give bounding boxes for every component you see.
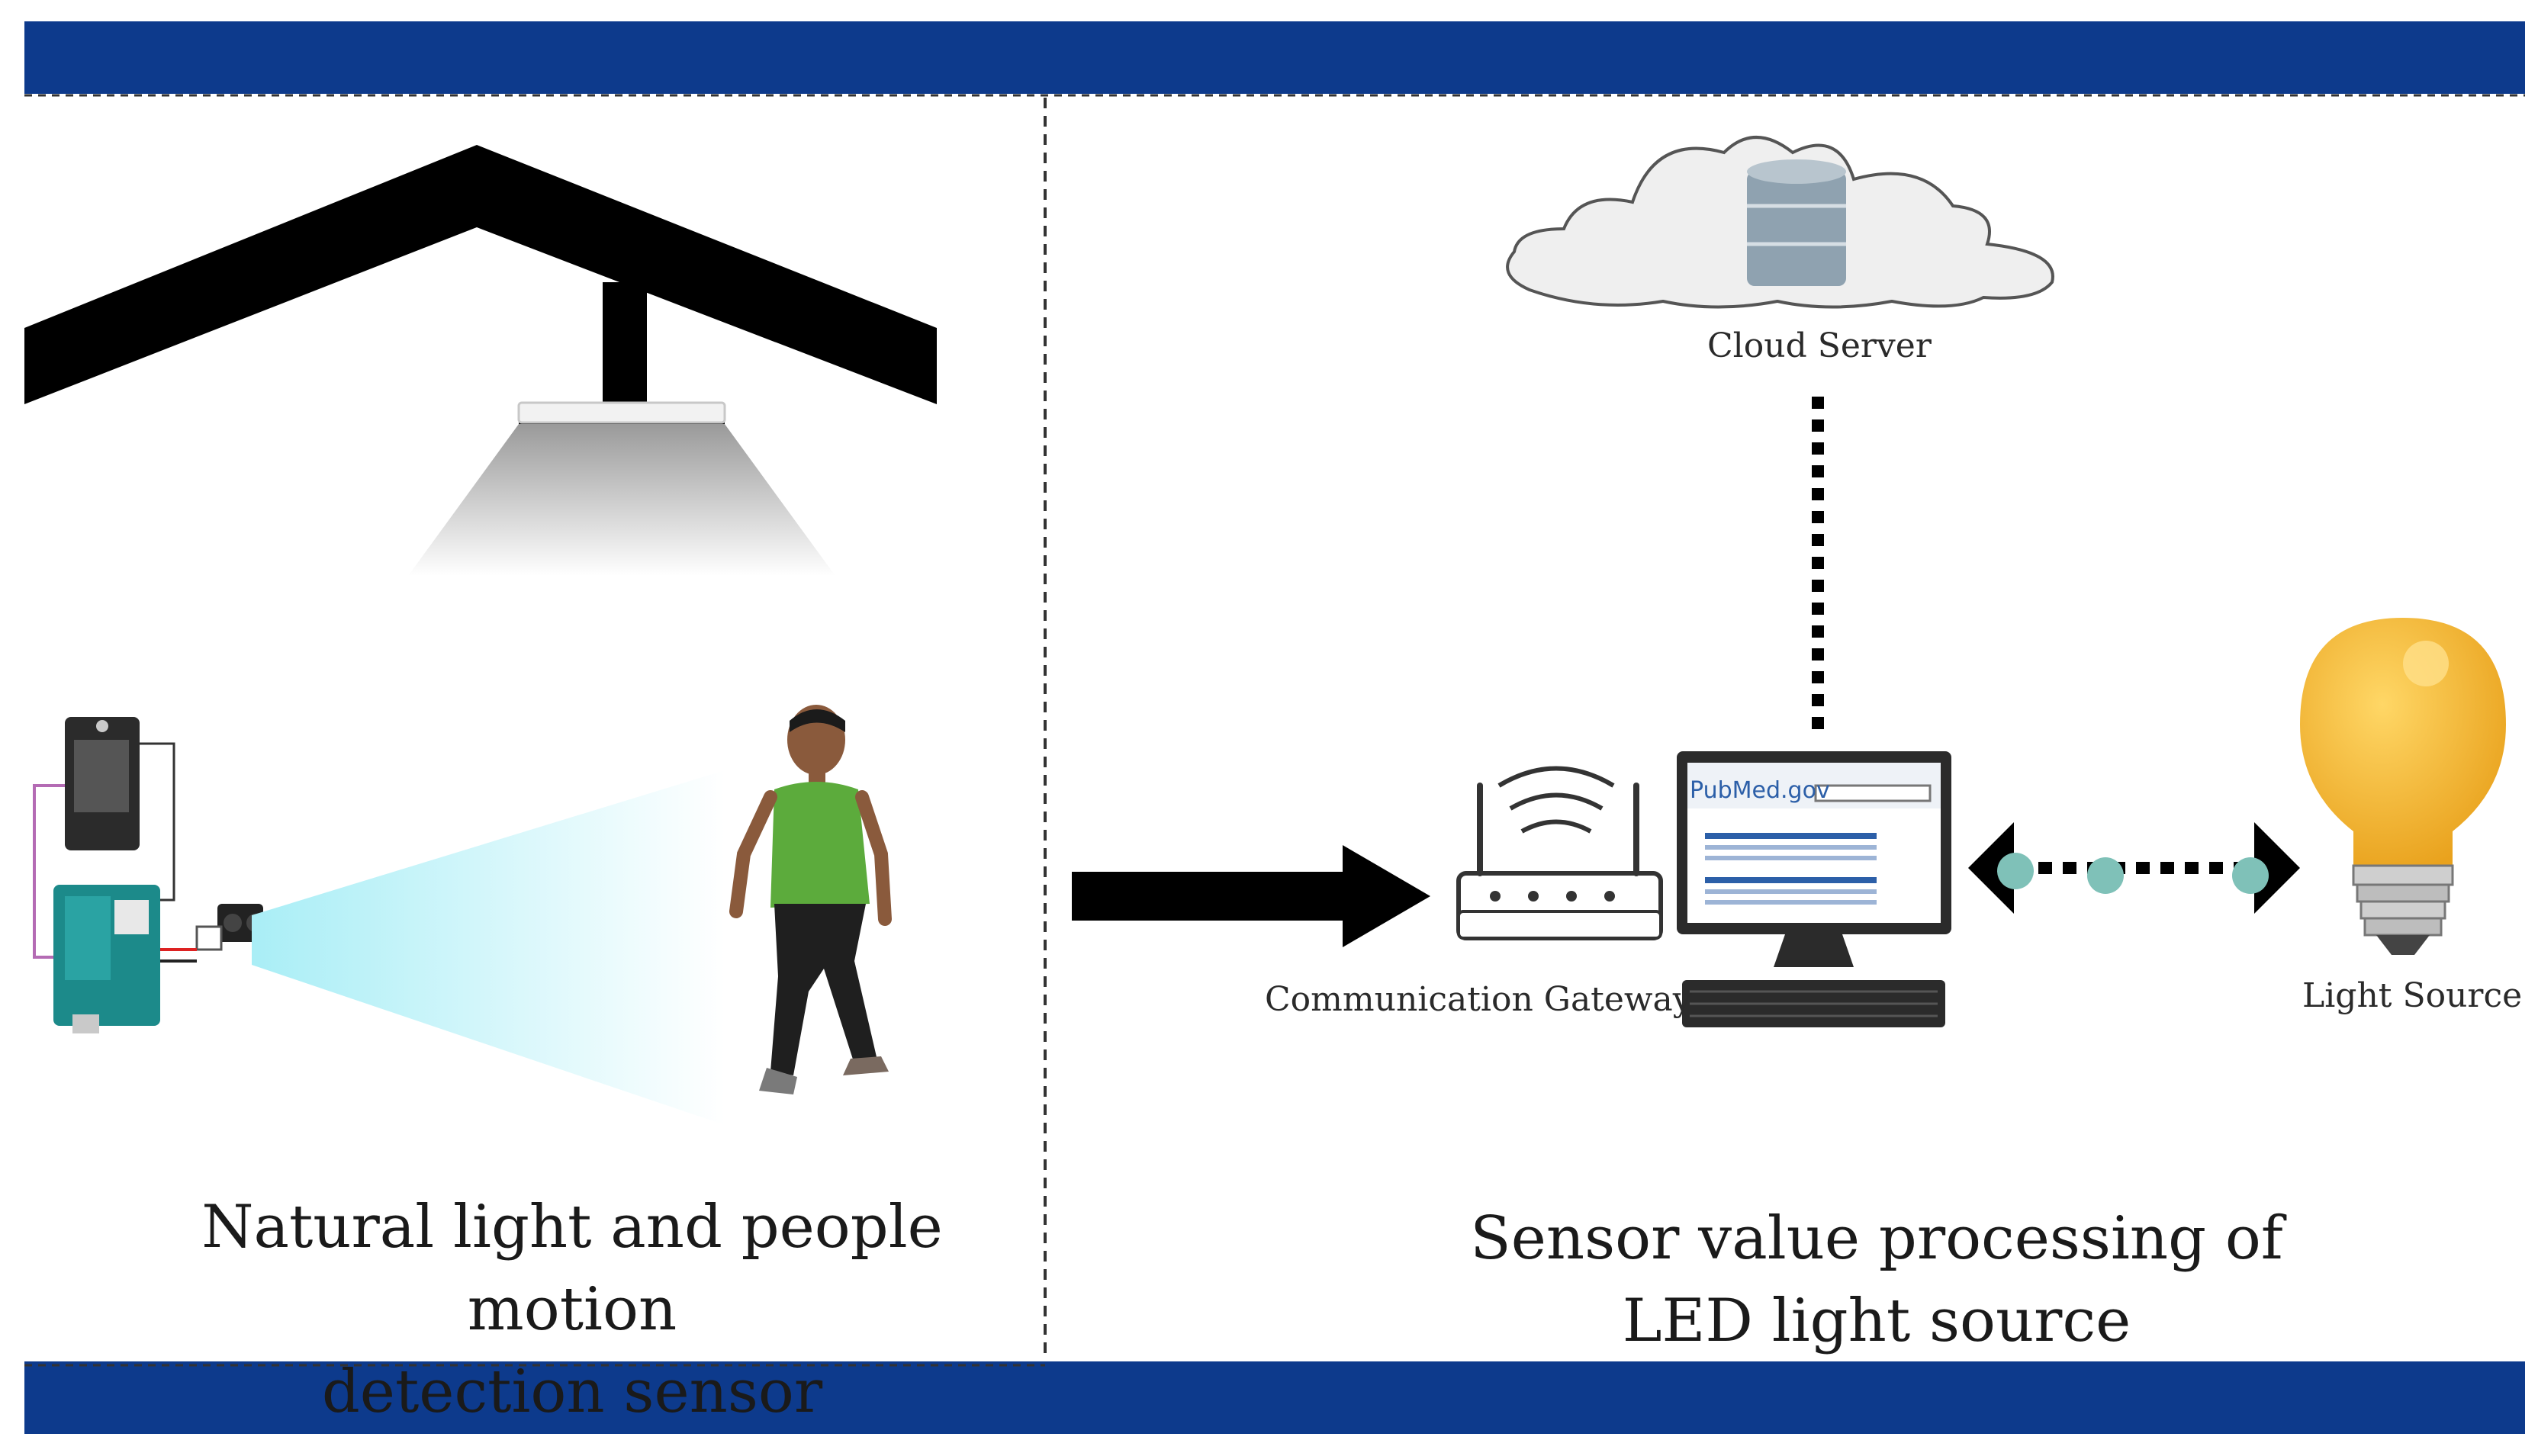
keyboard-icon xyxy=(1682,980,1945,1027)
right-caption-line2: LED light source xyxy=(1622,1287,2131,1355)
left-caption: Natural light and people motion detectio… xyxy=(92,1186,1053,1433)
left-caption-line1: Natural light and people motion xyxy=(201,1193,943,1344)
router-icon xyxy=(1456,766,1663,940)
bidirectional-link xyxy=(1968,822,2300,914)
cloud-database-icon xyxy=(1506,136,2054,309)
sensor-board-icon xyxy=(33,717,265,1033)
ceiling-lamp-icon xyxy=(408,401,835,576)
person-walking-icon xyxy=(729,705,892,1094)
pubmed-brand: PubMed.gov xyxy=(1690,777,1830,804)
computer-icon xyxy=(1677,751,1951,967)
right-caption-line1: Sensor value processing of xyxy=(1470,1204,2283,1273)
gateway-label: Communication Gateway xyxy=(1265,980,1692,1019)
right-caption: Sensor value processing of LED light sou… xyxy=(1434,1197,2319,1362)
roof-icon xyxy=(24,145,937,424)
bottom-band xyxy=(24,1361,2525,1434)
light-bulb-icon xyxy=(2300,618,2506,955)
top-band xyxy=(24,21,2525,94)
flow-arrow xyxy=(1072,845,1430,947)
light-source-label: Light Source xyxy=(2302,976,2523,1015)
cloud-server-label: Cloud Server xyxy=(1707,326,1932,365)
left-caption-line2: detection sensor xyxy=(321,1358,823,1426)
sensor-beam xyxy=(252,770,725,1125)
